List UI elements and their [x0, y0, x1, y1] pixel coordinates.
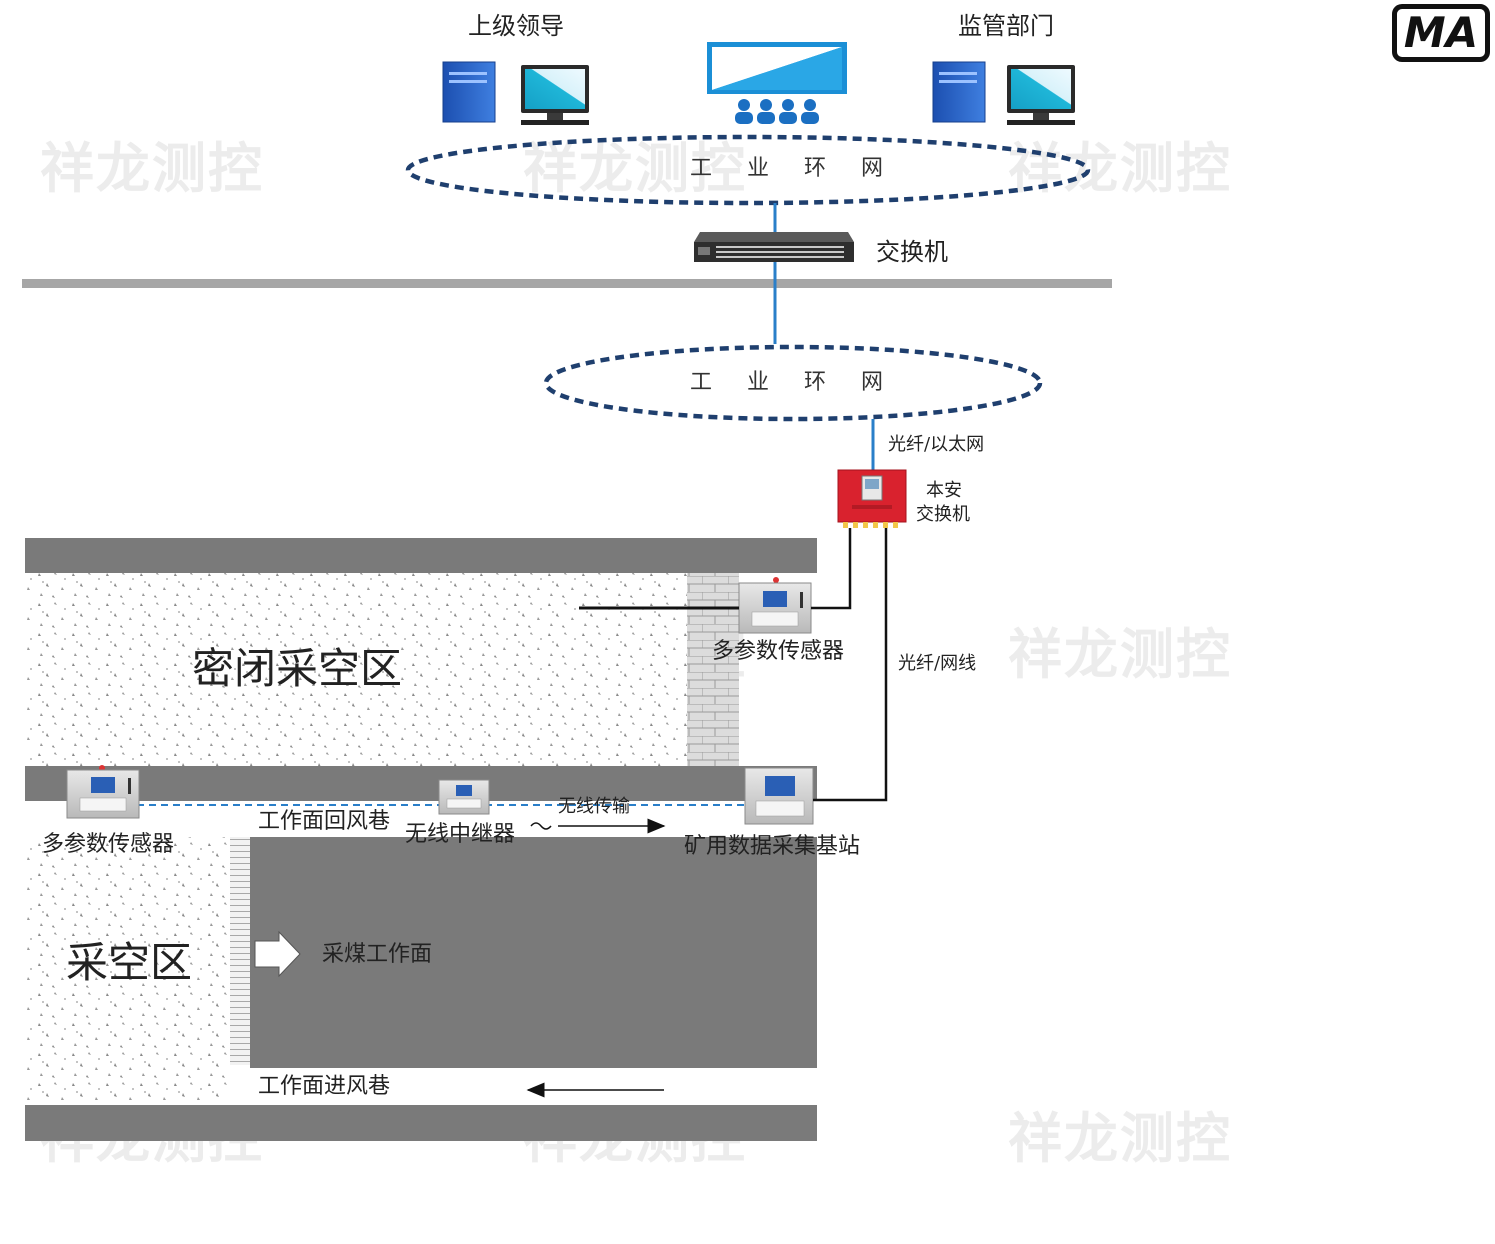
industrial-ring-top	[405, 134, 1091, 206]
ground-surface-line	[22, 279, 1112, 288]
watermark-6: 祥龙测控	[1008, 623, 1232, 686]
return-airway-wall	[25, 766, 817, 801]
network-switch-icon	[694, 232, 854, 262]
large-display-screen-icon	[707, 42, 847, 124]
goaf-label: 采空区	[66, 938, 193, 987]
floor-rock-layer	[25, 1105, 817, 1141]
sealed-goaf-area	[25, 573, 687, 766]
fiber-cable-label: 光纤/网线	[898, 653, 977, 674]
wireless-repeater-icon	[438, 779, 490, 815]
watermark-2: 祥龙测控	[523, 137, 747, 200]
wireless-wave-icon	[530, 822, 552, 830]
ma-certification-logo: MA	[1392, 4, 1490, 62]
ring-underground-label: 工 业 环 网	[690, 370, 897, 395]
roof-rock-layer	[25, 538, 817, 573]
return-airway-label: 工作面回风巷	[258, 809, 391, 834]
support-stripes	[230, 837, 250, 1065]
multi-sensor-upper-icon	[738, 577, 812, 634]
seal-brick-wall	[687, 573, 739, 766]
sensor-left-label: 多参数传感器	[42, 832, 175, 857]
face-advance-arrow-icon	[254, 930, 301, 978]
safety-switch-icon	[837, 469, 907, 528]
coal-face-block	[250, 837, 817, 1068]
multi-sensor-left-icon	[66, 765, 140, 819]
watermark-1: 祥龙测控	[40, 137, 264, 200]
wireless-label: 无线传输	[558, 796, 630, 817]
intake-airway-label: 工作面进风巷	[258, 1074, 391, 1099]
leader-computer-icon	[442, 61, 589, 125]
coal-face-label: 采煤工作面	[322, 942, 433, 967]
supervision-computer-icon	[932, 61, 1075, 125]
fiber-ethernet-label: 光纤/以太网	[888, 434, 985, 455]
base-station-label: 矿用数据采集基站	[684, 834, 861, 859]
repeater-label: 无线中继器	[405, 822, 516, 847]
data-base-station-icon	[744, 767, 814, 825]
industrial-ring-underground	[543, 344, 1043, 422]
supervision-label: 监管部门	[958, 12, 1054, 40]
sealed-goaf-label: 密闭采空区	[192, 644, 403, 693]
switch-label: 交换机	[876, 238, 948, 266]
sensor-upper-label: 多参数传感器	[712, 639, 845, 664]
watermark-9: 祥龙测控	[1008, 1107, 1232, 1170]
ring-top-label: 工 业 环 网	[690, 156, 897, 181]
safety-switch-label-line1: 本安	[926, 480, 962, 501]
goaf-area	[25, 837, 230, 1102]
leader-label: 上级领导	[468, 12, 564, 40]
safety-switch-label-line2: 交换机	[916, 504, 970, 525]
